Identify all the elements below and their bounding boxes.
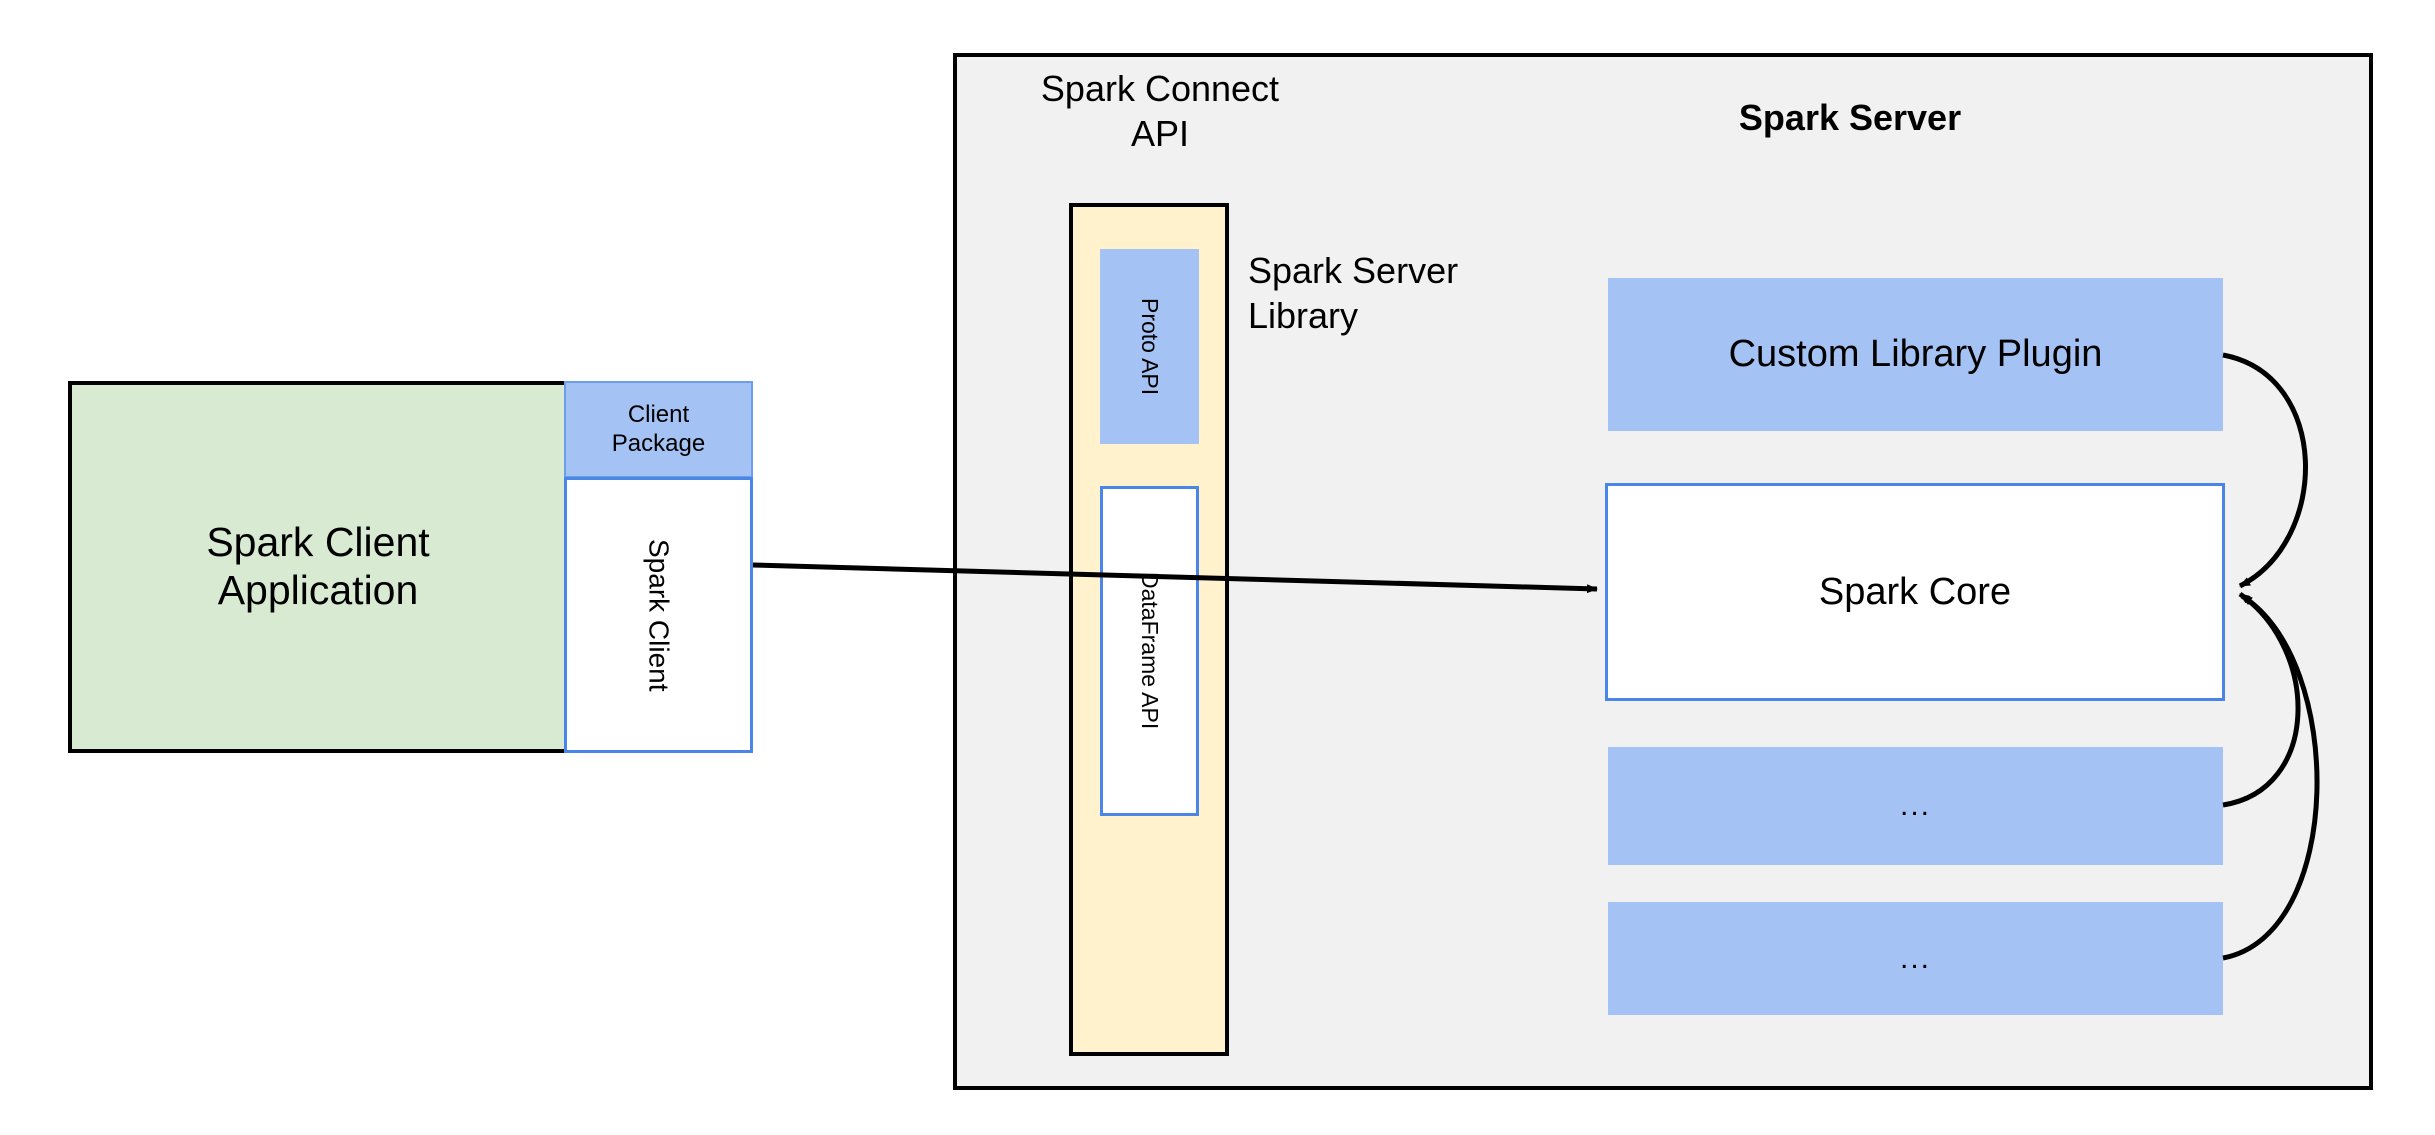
spark-client-box[interactable]: Spark Client (564, 477, 753, 753)
more-plugins-label-2: ... (1899, 941, 1931, 975)
spark-core-label: Spark Core (1818, 570, 2012, 613)
proto-api-box[interactable]: Proto API (1100, 249, 1199, 444)
spark-client-application-box[interactable]: Spark Client Application (68, 381, 568, 753)
dataframe-api-label: DataFrame API (1137, 572, 1163, 730)
more-plugins-label-1: ... (1899, 789, 1931, 822)
client-package-box[interactable]: Client Package (564, 381, 753, 478)
dataframe-api-box[interactable]: DataFrame API (1100, 486, 1199, 816)
spark-client-label: Spark Client (643, 538, 675, 692)
proto-api-label: Proto API (1137, 297, 1163, 396)
more-plugins-box-2[interactable]: ... (1608, 902, 2223, 1015)
spark-client-application-label: Spark Client Application (206, 519, 430, 613)
custom-library-plugin-label: Custom Library Plugin (1728, 333, 2103, 375)
spark-server-library-label: Spark Server Library (1248, 250, 1459, 336)
spark-core-box[interactable]: Spark Core (1605, 483, 2225, 701)
more-plugins-box-1[interactable]: ... (1608, 747, 2223, 865)
custom-library-plugin-box[interactable]: Custom Library Plugin (1608, 278, 2223, 431)
client-package-label: Client Package (611, 400, 706, 457)
spark-server-title: Spark Server (1738, 97, 1962, 138)
spark-connect-api-label: Spark Connect API (1040, 68, 1280, 154)
